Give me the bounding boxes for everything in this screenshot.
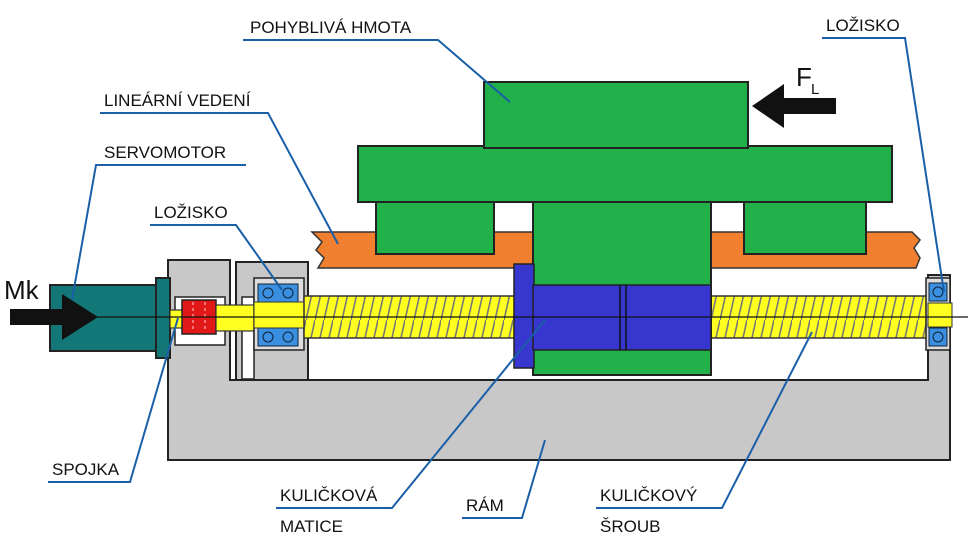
label-bearing-right: LOŽISKO [826,16,900,35]
label-ball-nut-2: MATICE [280,517,343,536]
guide-block-left [375,199,495,255]
force-arrow [752,84,836,128]
label-force-subscript: L [811,81,819,98]
label-ball-nut-1: KULIČKOVÁ [280,486,378,505]
guide-block-right [743,199,867,255]
moving-mass-top [483,81,749,149]
moving-mass-plate [357,145,893,203]
label-ball-screw-1: KULIČKOVÝ [600,486,697,505]
label-bearing-left: LOŽISKO [154,203,228,222]
torque-arrow [10,294,98,340]
label-servomotor: SERVOMOTOR [104,143,226,162]
bearing-left-bottom [257,327,299,347]
label-linear-guide: LINEÁRNÍ VEDENÍ [104,91,251,110]
bearing-left-top [257,283,299,303]
servomotor-flange [155,277,171,359]
bearing-right-bottom [928,327,948,347]
label-coupling: SPOJKA [52,460,120,479]
label-moving-mass: POHYBLIVÁ HMOTA [250,18,412,37]
label-frame: RÁM [466,496,504,515]
label-force: F [796,62,812,92]
label-ball-screw-2: ŠROUB [600,517,660,536]
screw-journal-right [927,302,953,328]
ball-nut-flange [513,263,535,369]
leader-lines [48,37,945,519]
label-torque: Mk [4,275,40,305]
bearing-right-top [928,282,948,302]
